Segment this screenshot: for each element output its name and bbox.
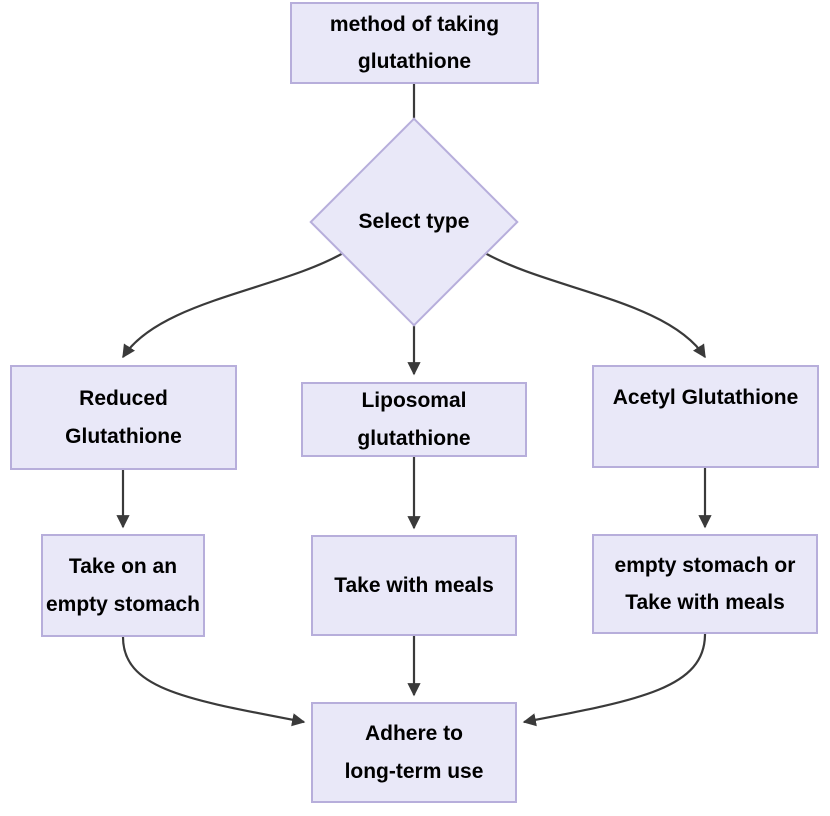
node-line: long-term use <box>344 759 484 783</box>
node-take-on-empty-stomach[interactable]: Take on an empty stomach <box>41 534 205 637</box>
node-line: Adhere to <box>364 722 463 746</box>
node-line: empty stomach <box>45 592 201 616</box>
node-line: Glutathione <box>65 424 182 448</box>
node-method-of-taking-glutathione[interactable]: method of taking glutathione <box>290 2 539 84</box>
node-line: empty stomach or <box>614 553 796 577</box>
edge-either-to-adhere <box>522 633 707 727</box>
edge-select-to-reduced <box>122 251 346 359</box>
node-take-with-meals[interactable]: Take with meals <box>311 535 517 636</box>
node-line: Take with meals <box>334 573 494 597</box>
node-line: Take on an <box>68 555 178 579</box>
node-line: Take with meals <box>625 591 785 614</box>
node-adhere-to-long-term-use[interactable]: Adhere to long-term use <box>311 702 517 803</box>
node-acetyl-glutathione[interactable]: Acetyl Glutathione <box>592 365 819 468</box>
edge-select-to-acetyl <box>482 251 706 359</box>
node-line: method of taking <box>329 12 500 36</box>
node-liposomal-glutathione[interactable]: Liposomal glutathione <box>301 382 527 457</box>
node-label: Select type <box>358 210 470 233</box>
node-line: Liposomal <box>361 389 467 413</box>
node-line: glutathione <box>357 50 472 73</box>
edge-empty-stomach-to-adhere <box>121 636 306 727</box>
node-select-type[interactable]: Select type <box>309 117 519 327</box>
node-line: Acetyl Glutathione <box>612 386 799 409</box>
node-empty-stomach-or-take-with-meals[interactable]: empty stomach or Take with meals <box>592 534 818 634</box>
node-line: Reduced <box>79 387 168 411</box>
node-reduced-glutathione[interactable]: Reduced Glutathione <box>10 365 237 470</box>
node-line: glutathione <box>357 426 471 450</box>
